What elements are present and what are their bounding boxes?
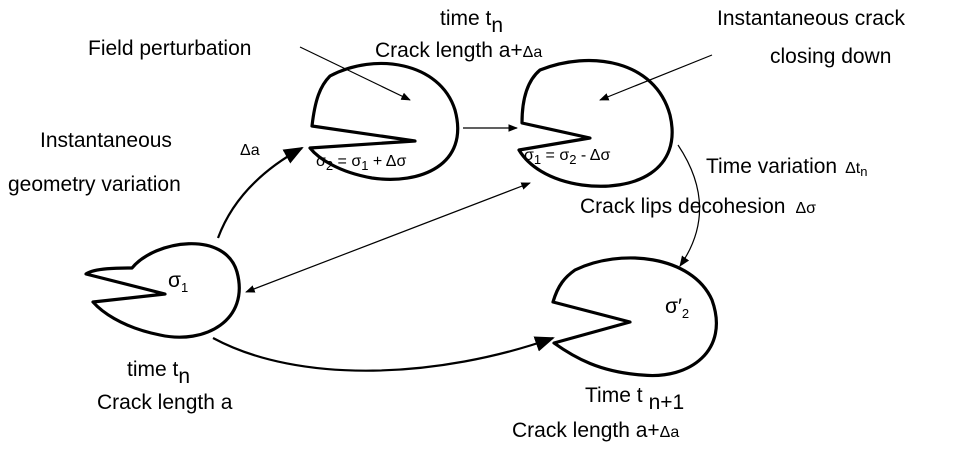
label-instant-geometry-2: geometry variation: [8, 173, 181, 196]
label-instant-geometry-1: Instantaneous: [40, 129, 172, 152]
state-sigma-prime-2: σ′2: [665, 295, 689, 321]
label-time-bottom-left: time tn: [127, 358, 190, 388]
label-delta-a: Δa: [240, 142, 260, 159]
state-sigma-1: σ1: [168, 269, 188, 295]
label-field-perturbation: Field perturbation: [88, 37, 251, 60]
label-instant-crack-2: closing down: [770, 45, 891, 68]
label-crack-length-bottom-right: Crack length a+Δa: [512, 419, 679, 442]
crack-body-initial: [84, 242, 241, 339]
crack-body-final: [551, 256, 718, 378]
label-instant-crack-1: Instantaneous crack: [717, 7, 905, 30]
arrow-double-link: [245, 182, 531, 293]
crack-body-closing: [517, 58, 674, 188]
state-sigma-1-equation: σ1 = σ2 - Δσ: [524, 147, 610, 167]
arrow-field-perturbation: [299, 46, 411, 101]
label-crack-length-bottom-left: Crack length a: [97, 391, 233, 414]
crack-body-perturbed: [308, 62, 460, 181]
arrow-crack-closing: [599, 54, 713, 101]
arrow-geometry-variation: [216, 147, 304, 239]
label-crack-length-top: Crack length a+Δa: [375, 39, 542, 62]
arrow-time-variation: [677, 144, 701, 267]
label-time-top: time tn: [440, 7, 503, 37]
arrow-time-evolution: [212, 336, 555, 372]
state-sigma-2-equation: σ2 = σ1 + Δσ: [316, 153, 406, 173]
